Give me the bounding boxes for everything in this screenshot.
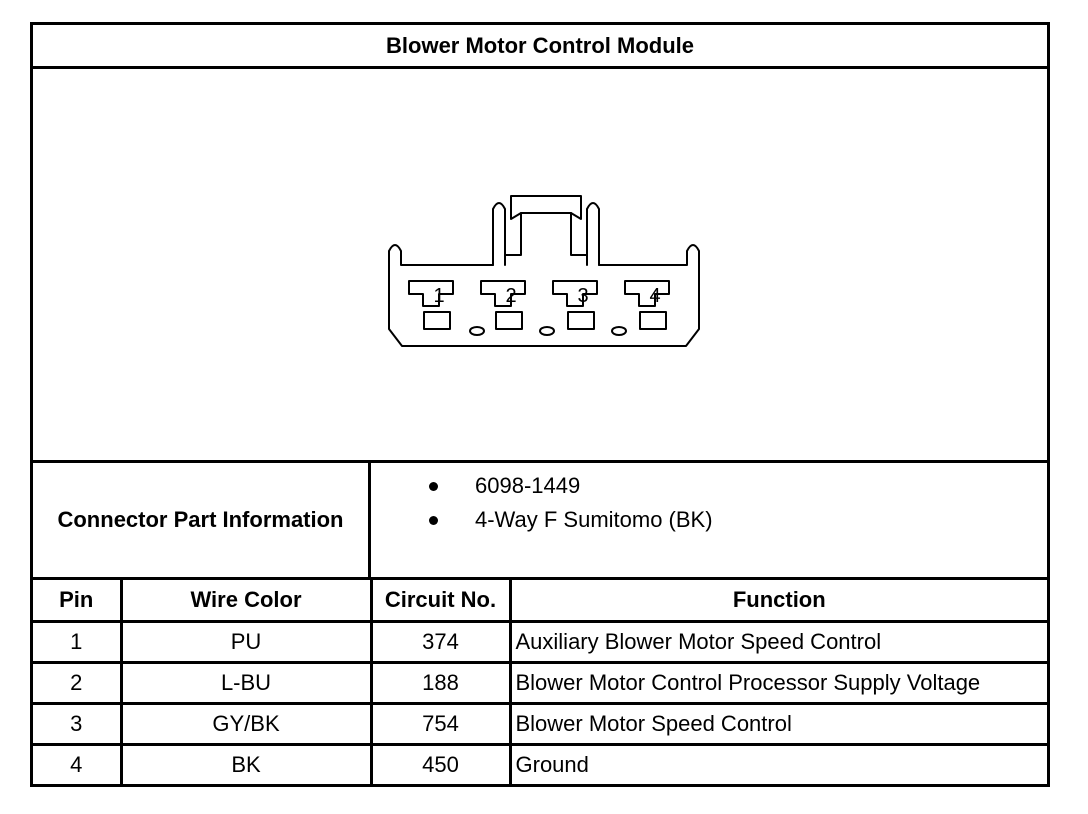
center-latch: [510, 195, 582, 220]
bullet-icon: [429, 482, 438, 491]
table-row: 1 PU 374 Auxiliary Blower Motor Speed Co…: [33, 621, 1047, 664]
cavity-2: [480, 280, 526, 330]
pin-cell: 2: [33, 662, 123, 705]
function-cell: Blower Motor Control Processor Supply Vo…: [510, 662, 1047, 705]
pin-label-3: 3: [577, 285, 588, 307]
header-pin: Pin: [33, 580, 123, 623]
cavity-1: [408, 280, 454, 330]
module-title: Blower Motor Control Module: [33, 25, 1047, 69]
header-wire-color: Wire Color: [121, 580, 373, 623]
pin-cell: 3: [33, 703, 123, 746]
pin-cell: 4: [33, 744, 123, 785]
oval-hole-3: [611, 326, 627, 336]
pin-cell: 1: [33, 621, 123, 664]
circuit-cell: 374: [371, 621, 512, 664]
connector-info-list: 6098-1449 4-Way F Sumitomo (BK): [371, 473, 1047, 541]
function-cell: Blower Motor Speed Control: [510, 703, 1047, 746]
right-end-post: [598, 244, 700, 266]
oval-hole-2: [539, 326, 555, 336]
connector-description: 4-Way F Sumitomo (BK): [475, 507, 713, 532]
left-lock-arm: [492, 202, 522, 266]
connector-info-label: Connector Part Information: [33, 463, 371, 577]
wire-color-cell: BK: [121, 744, 373, 785]
header-function: Function: [510, 580, 1047, 623]
connector-housing-outline: [388, 256, 700, 347]
circuit-cell: 754: [371, 703, 512, 746]
wire-color-cell: L-BU: [121, 662, 373, 705]
list-item: 6098-1449: [371, 473, 1047, 507]
cavity-4: [624, 280, 670, 330]
circuit-cell: 450: [371, 744, 512, 785]
connector-diagram-area: 1 2 3 4: [33, 69, 1047, 463]
pin-label-2: 2: [505, 285, 516, 307]
connector-sheet: Blower Motor Control Module: [30, 22, 1050, 787]
function-cell: Auxiliary Blower Motor Speed Control: [510, 621, 1047, 664]
connector-part-info: Connector Part Information 6098-1449 4-W…: [33, 463, 1047, 580]
list-item: 4-Way F Sumitomo (BK): [371, 507, 1047, 541]
part-number: 6098-1449: [475, 473, 581, 498]
table-header-row: Pin Wire Color Circuit No. Function: [33, 580, 1047, 623]
wire-color-cell: GY/BK: [121, 703, 373, 746]
function-cell: Ground: [515, 752, 589, 778]
pin-label-4: 4: [649, 285, 660, 307]
connector-face-diagram: 1 2 3 4: [388, 195, 700, 347]
cavity-3: [552, 280, 598, 330]
wire-color-cell: PU: [121, 621, 373, 664]
table-row: 3 GY/BK 754 Blower Motor Speed Control: [33, 703, 1047, 746]
header-circuit: Circuit No.: [371, 580, 512, 623]
table-row: 4 BK 450 Ground: [33, 744, 1047, 785]
table-row: 2 L-BU 188 Blower Motor Control Processo…: [33, 662, 1047, 705]
left-end-post: [388, 244, 494, 266]
circuit-cell: 188: [371, 662, 512, 705]
pin-label-1: 1: [433, 285, 444, 307]
pin-table: Pin Wire Color Circuit No. Function 1 PU…: [33, 580, 1047, 785]
right-lock-arm: [570, 202, 600, 266]
bullet-icon: [429, 516, 438, 525]
oval-hole-1: [469, 326, 485, 336]
